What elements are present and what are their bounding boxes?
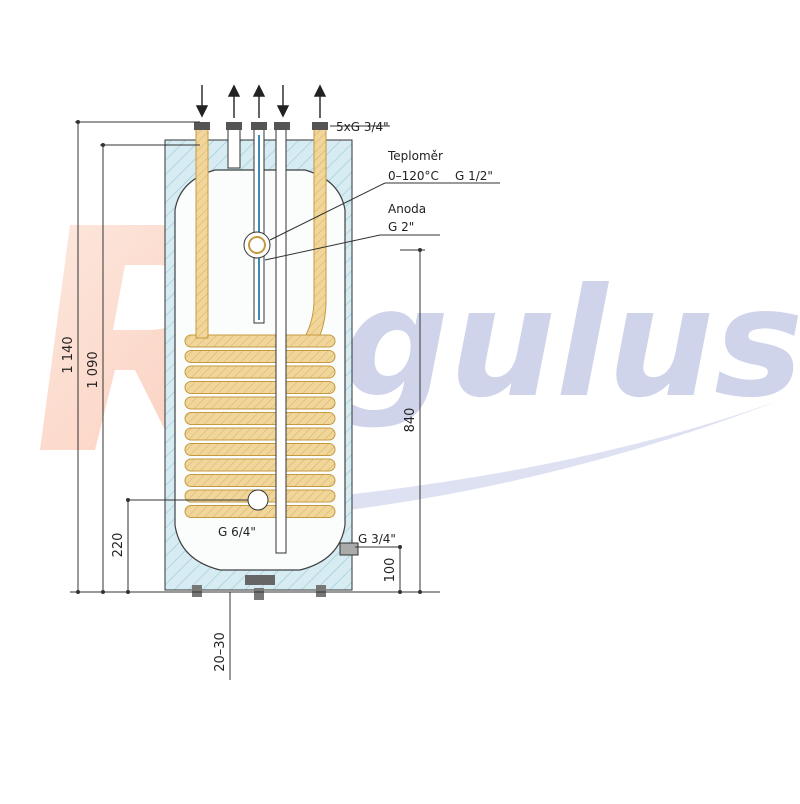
drain-fitting	[245, 575, 275, 585]
coil-outlet-pipe	[305, 127, 327, 336]
dim-height-220: 220	[111, 533, 126, 558]
coil-turn	[184, 350, 336, 363]
coil-inlet-pipe	[195, 127, 209, 339]
bottom-port-label: G 6/4"	[218, 525, 256, 539]
side-port	[339, 542, 359, 556]
thermometer-name: Teploměr	[387, 149, 443, 163]
coil-turn	[184, 474, 336, 487]
tank-feet	[192, 585, 326, 600]
dim-height-total: 1 140	[61, 336, 76, 373]
side-port-label: G 3/4"	[358, 532, 396, 546]
flow-arrows	[195, 84, 327, 118]
leader-lines	[130, 125, 500, 548]
dimension-lines	[70, 121, 440, 680]
thermometer-thread: G 1/2"	[455, 169, 493, 183]
anode-thread: G 2"	[388, 220, 414, 234]
thermometer-range: 0–120°C	[388, 169, 439, 183]
hot-water-pipe	[227, 127, 241, 169]
coil-turn	[184, 365, 336, 379]
coil-turn	[184, 381, 336, 394]
dim-height-100: 100	[383, 558, 398, 583]
bottom-sleeve	[247, 489, 269, 511]
coil-turn	[184, 427, 336, 441]
dimension-ticks	[76, 120, 422, 594]
dim-height-inner: 1 090	[86, 351, 101, 388]
thermometer-sleeve	[243, 231, 271, 259]
top-fittings	[194, 122, 328, 130]
coil-turn	[184, 412, 336, 425]
coil-turn	[184, 396, 336, 410]
heat-exchanger-coil	[184, 334, 336, 518]
anode-name: Anoda	[388, 202, 426, 216]
cold-water-pipe	[275, 127, 287, 554]
connections-label: 5xG 3/4"	[336, 120, 389, 134]
dim-height-840: 840	[403, 408, 418, 433]
coil-turn	[184, 334, 336, 348]
coil-turn	[184, 458, 336, 472]
dim-feet: 20–30	[213, 632, 228, 672]
coil-turn	[184, 443, 336, 456]
